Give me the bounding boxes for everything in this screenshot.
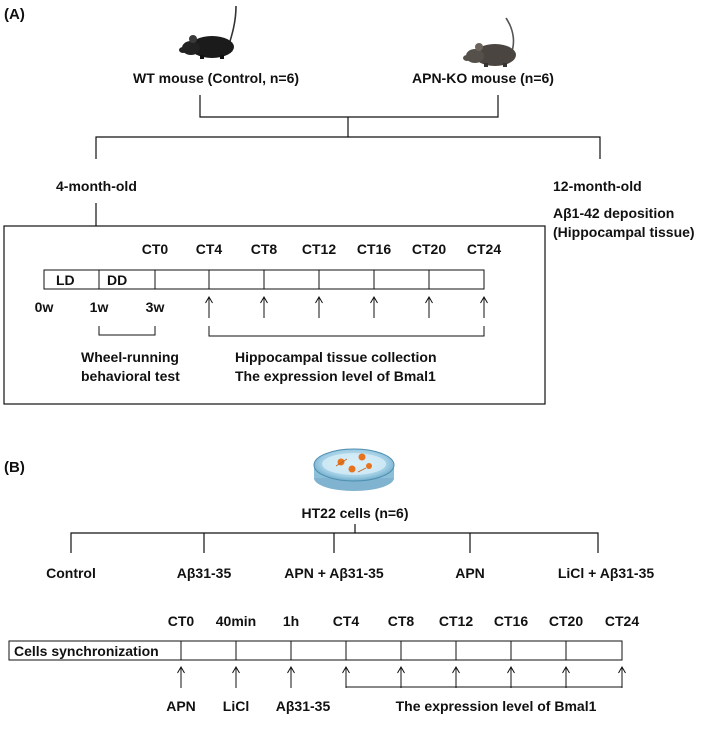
- bmal1-expression-label-b: The expression level of Bmal1: [396, 698, 597, 714]
- week-labels: 0w 1w 3w: [35, 299, 165, 315]
- ct-label-a: CT12: [302, 241, 336, 257]
- time-label-b: CT0: [168, 613, 195, 629]
- ht22-cells-title: HT22 cells (n=6): [302, 505, 409, 521]
- panel-a-timeline-box: [3, 225, 546, 405]
- wt-mouse-label: WT mouse (Control, n=6): [133, 70, 299, 86]
- panel-b-label: (B): [4, 459, 25, 476]
- brackets-a: [98, 326, 485, 337]
- group-label: APN: [455, 565, 485, 581]
- cells-synchronization-label: Cells synchronization: [14, 643, 159, 659]
- ct-label-a: CT24: [467, 241, 501, 257]
- age-12-month-label: 12-month-old: [553, 178, 642, 194]
- time-label-b: CT16: [494, 613, 528, 629]
- up-arrow-icon: [480, 296, 488, 318]
- collection-arrows-a: [205, 296, 488, 318]
- tissue-collection-label: Hippocampal tissue collection: [235, 349, 437, 365]
- time-label-b: CT8: [388, 613, 415, 629]
- time-label-b: 1h: [283, 613, 299, 629]
- bracket-b: [345, 676, 623, 688]
- ct-labels-a: CT0 CT4 CT8 CT12 CT16 CT20 CT24: [142, 241, 502, 257]
- ct-label-a: CT0: [142, 241, 169, 257]
- up-arrow-icon: [232, 666, 240, 688]
- time-label-b: CT20: [549, 613, 583, 629]
- ct-label-a: CT16: [357, 241, 391, 257]
- ct-label-a: CT4: [196, 241, 223, 257]
- treatment-label: Aβ31-35: [276, 698, 331, 714]
- up-arrow-icon: [425, 296, 433, 318]
- week-label: 3w: [146, 299, 165, 315]
- week-label: 1w: [90, 299, 109, 315]
- up-arrow-icon: [315, 296, 323, 318]
- dd-label: DD: [107, 272, 127, 288]
- hippocampal-tissue-label: (Hippocampal tissue): [553, 224, 695, 240]
- groups-tree-connector: [70, 524, 599, 553]
- timeline-bar-a: [43, 269, 485, 290]
- up-arrow-icon: [370, 296, 378, 318]
- group-label: APN + Aβ31-35: [284, 565, 384, 581]
- up-arrow-icon: [287, 666, 295, 688]
- apn-ko-mouse-image: [463, 17, 516, 67]
- age-4-month-label: 4-month-old: [56, 178, 137, 194]
- up-arrow-icon: [397, 666, 405, 688]
- petri-dish-image: [313, 448, 395, 491]
- apn-ko-mouse-label: APN-KO mouse (n=6): [412, 70, 554, 86]
- week-label: 0w: [35, 299, 54, 315]
- cohort-tree-connector: [95, 95, 601, 226]
- time-label-b: CT4: [333, 613, 360, 629]
- treatment-label: APN: [166, 698, 196, 714]
- ld-label: LD: [56, 272, 75, 288]
- time-labels-b: CT0 40min 1h CT4 CT8 CT12 CT16 CT20 CT24: [168, 613, 640, 629]
- bmal1-expression-label-a: The expression level of Bmal1: [235, 368, 436, 384]
- ct-label-a: CT20: [412, 241, 446, 257]
- time-label-b: CT24: [605, 613, 639, 629]
- wheel-running-label: Wheel-running: [81, 349, 179, 365]
- treatment-label: LiCl: [223, 698, 249, 714]
- ct-label-a: CT8: [251, 241, 278, 257]
- up-arrow-icon: [177, 666, 185, 688]
- timepoint-arrows-b: [177, 666, 626, 688]
- timeline-bar-b: [8, 640, 623, 661]
- up-arrow-icon: [562, 666, 570, 688]
- treatment-labels-b: APN LiCl Aβ31-35: [166, 698, 330, 714]
- panel-a-label: (A): [4, 6, 25, 23]
- group-label: Aβ31-35: [177, 565, 232, 581]
- group-label: LiCl + Aβ31-35: [558, 565, 655, 581]
- up-arrow-icon: [452, 666, 460, 688]
- time-label-b: CT12: [439, 613, 473, 629]
- behavioral-test-label: behavioral test: [81, 368, 180, 384]
- up-arrow-icon: [260, 296, 268, 318]
- up-arrow-icon: [507, 666, 515, 688]
- abeta-deposition-label: Aβ1-42 deposition: [553, 205, 674, 221]
- up-arrow-icon: [205, 296, 213, 318]
- time-label-b: 40min: [216, 613, 256, 629]
- treatment-groups: Control Aβ31-35 APN + Aβ31-35 APN LiCl + Aβ3…: [46, 565, 654, 581]
- group-label: Control: [46, 565, 96, 581]
- wt-mouse-image: [179, 5, 237, 59]
